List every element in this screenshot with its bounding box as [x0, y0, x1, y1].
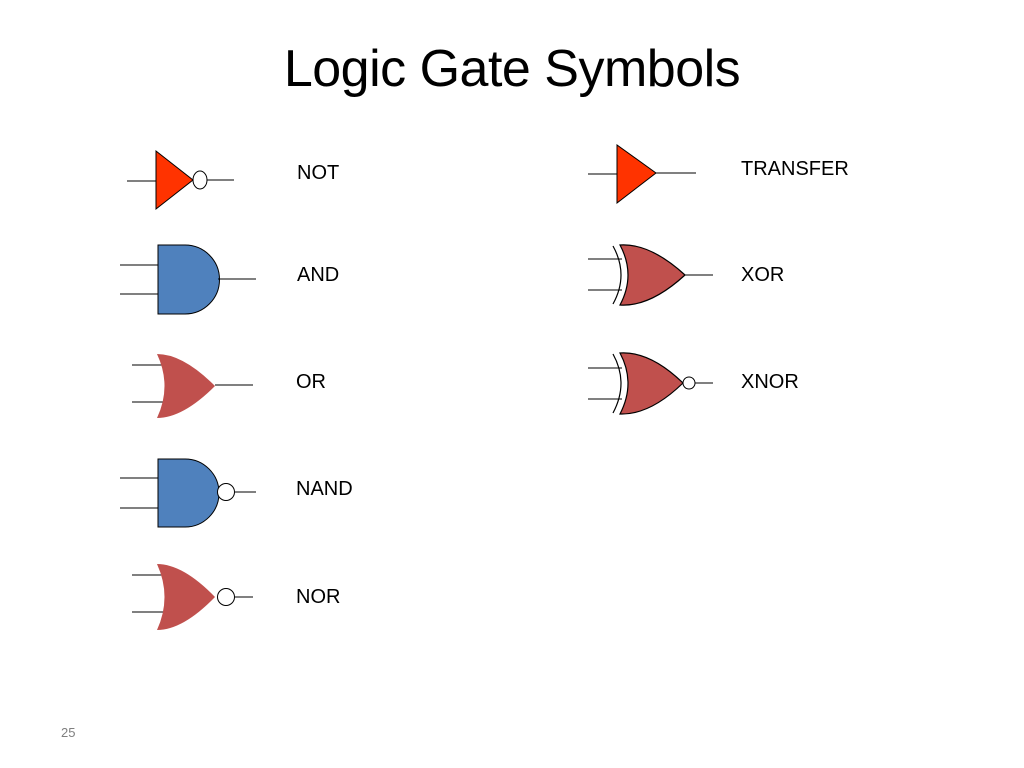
nand-gate-body — [157, 458, 220, 528]
or-gate-label: OR — [296, 371, 326, 393]
and-gate-symbol — [120, 244, 256, 315]
not-gate-symbol — [127, 149, 234, 211]
nor-gate-bubble — [217, 588, 235, 606]
not-gate-label: NOT — [297, 162, 340, 184]
nand-gate-symbol — [120, 458, 256, 528]
not-gate-bubble — [192, 170, 208, 190]
nor-gate-label: NOR — [296, 586, 341, 608]
transfer-gate-symbol — [588, 144, 696, 205]
xor-gate-symbol — [588, 244, 713, 306]
transfer-gate-label: TRANSFER — [741, 158, 849, 180]
transfer-gate-body — [616, 144, 657, 205]
slide-title: Logic Gate Symbols — [283, 40, 741, 98]
xnor-gate-body — [619, 352, 684, 415]
nor-gate-body — [157, 564, 215, 630]
xnor-gate-back-curve — [612, 353, 622, 414]
xnor-gate-symbol — [588, 352, 713, 415]
or-gate-body — [157, 354, 215, 418]
or-gate-symbol — [132, 354, 253, 418]
xnor-gate-bubble — [682, 376, 696, 390]
xnor-gate-label: XNOR — [741, 371, 799, 393]
page-number: 25 — [61, 725, 76, 740]
nand-gate-bubble — [217, 483, 235, 501]
nand-gate-label: NAND — [296, 478, 353, 500]
and-gate-body — [157, 244, 220, 315]
and-gate-label: AND — [297, 264, 340, 286]
xor-gate-label: XOR — [741, 264, 785, 286]
xor-gate-back-curve — [612, 245, 622, 305]
not-gate-body — [155, 149, 194, 211]
xor-gate-body — [619, 244, 686, 306]
nor-gate-symbol — [132, 564, 253, 630]
